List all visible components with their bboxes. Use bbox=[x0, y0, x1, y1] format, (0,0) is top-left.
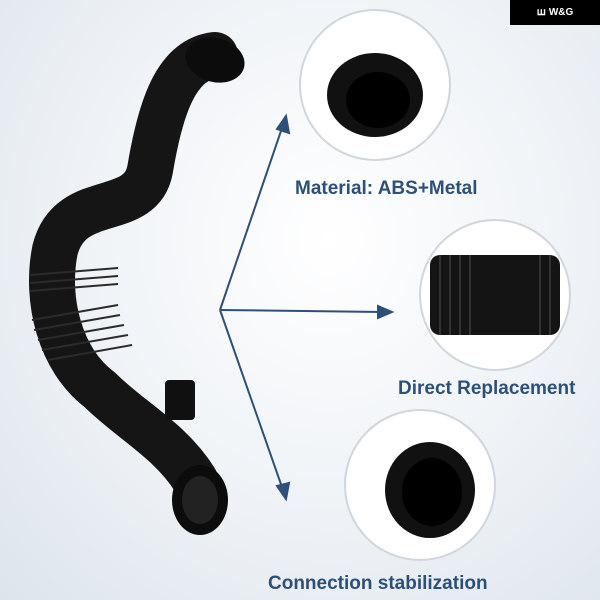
detail-circle-connector bbox=[344, 409, 496, 561]
detail-circle-threads bbox=[419, 219, 571, 371]
air-intake-hose bbox=[29, 32, 245, 535]
feature-label-connection: Connection stabilization bbox=[268, 573, 488, 594]
pointer-arrows bbox=[219, 113, 395, 502]
logo-mark-icon: ꟺ bbox=[536, 7, 546, 18]
feature-label-material: Material: ABS+Metal bbox=[295, 178, 478, 199]
brand-logo: ꟺ W&G bbox=[510, 0, 600, 25]
logo-text: W&G bbox=[548, 7, 574, 18]
detail-circle-opening bbox=[299, 9, 451, 161]
feature-label-replacement: Direct Replacement bbox=[398, 378, 576, 399]
